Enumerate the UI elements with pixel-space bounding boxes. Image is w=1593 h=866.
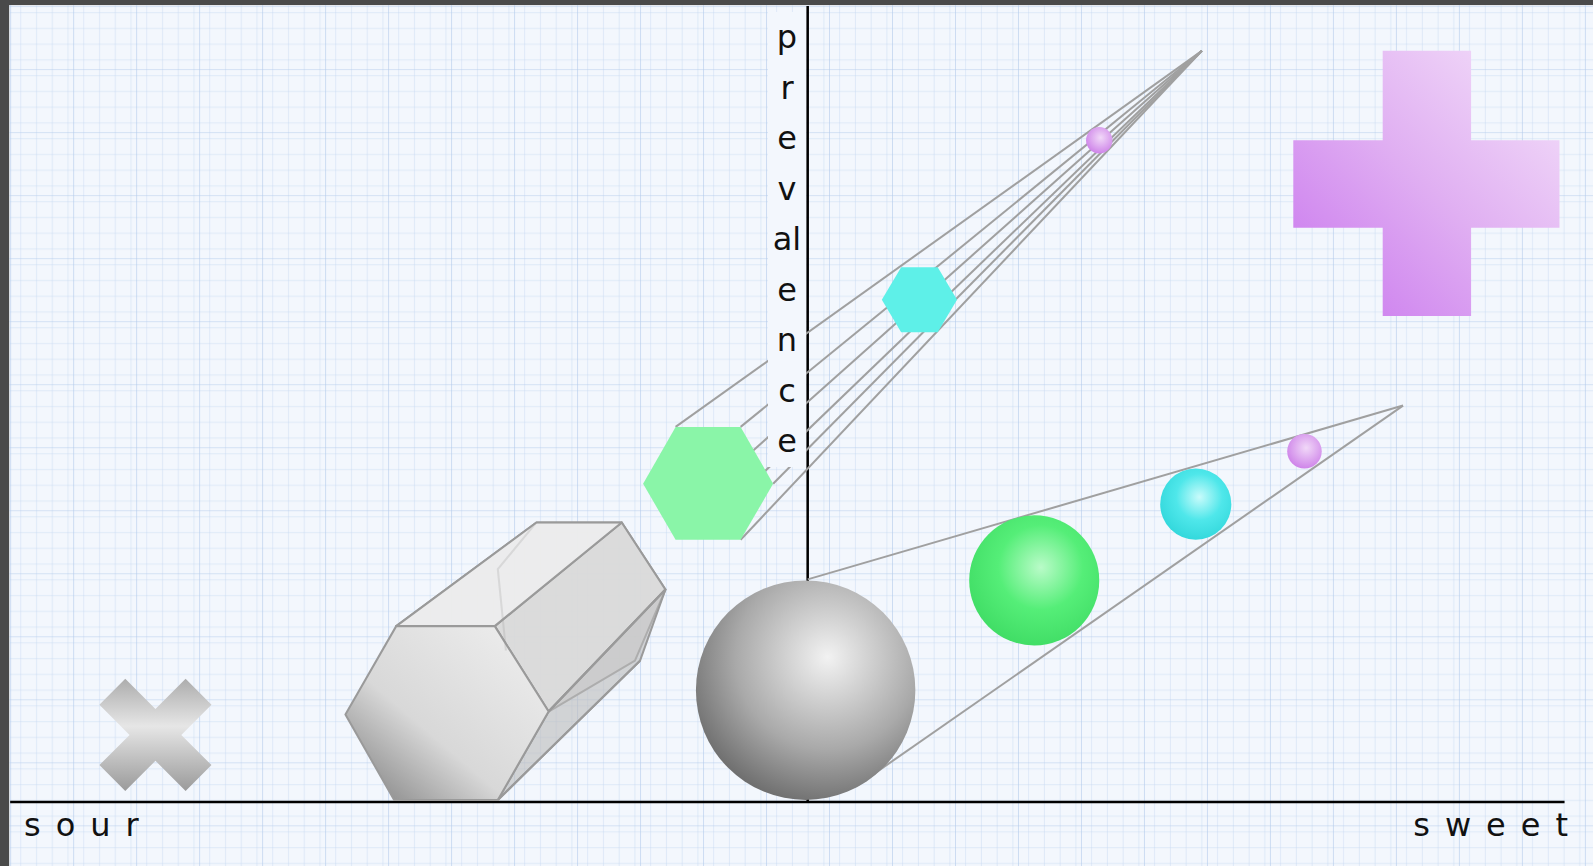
cyan-hexagon [882, 267, 957, 332]
purple-sphere [1287, 434, 1322, 469]
hex-prism [345, 522, 665, 799]
x-axis [10, 801, 1564, 804]
gray-sphere [696, 580, 915, 800]
axis-label: prevalence [768, 12, 806, 467]
axis-label: sour [24, 806, 154, 844]
green-hexagon [643, 427, 773, 540]
axis-label: sweet [1413, 806, 1583, 844]
paper [9, 5, 1593, 866]
cyan-sphere [1160, 469, 1231, 540]
grid [9, 5, 1593, 866]
x-shape [69, 649, 241, 821]
purple-dot [1086, 127, 1112, 153]
green-sphere [969, 515, 1099, 645]
plus-shape [1293, 51, 1559, 316]
